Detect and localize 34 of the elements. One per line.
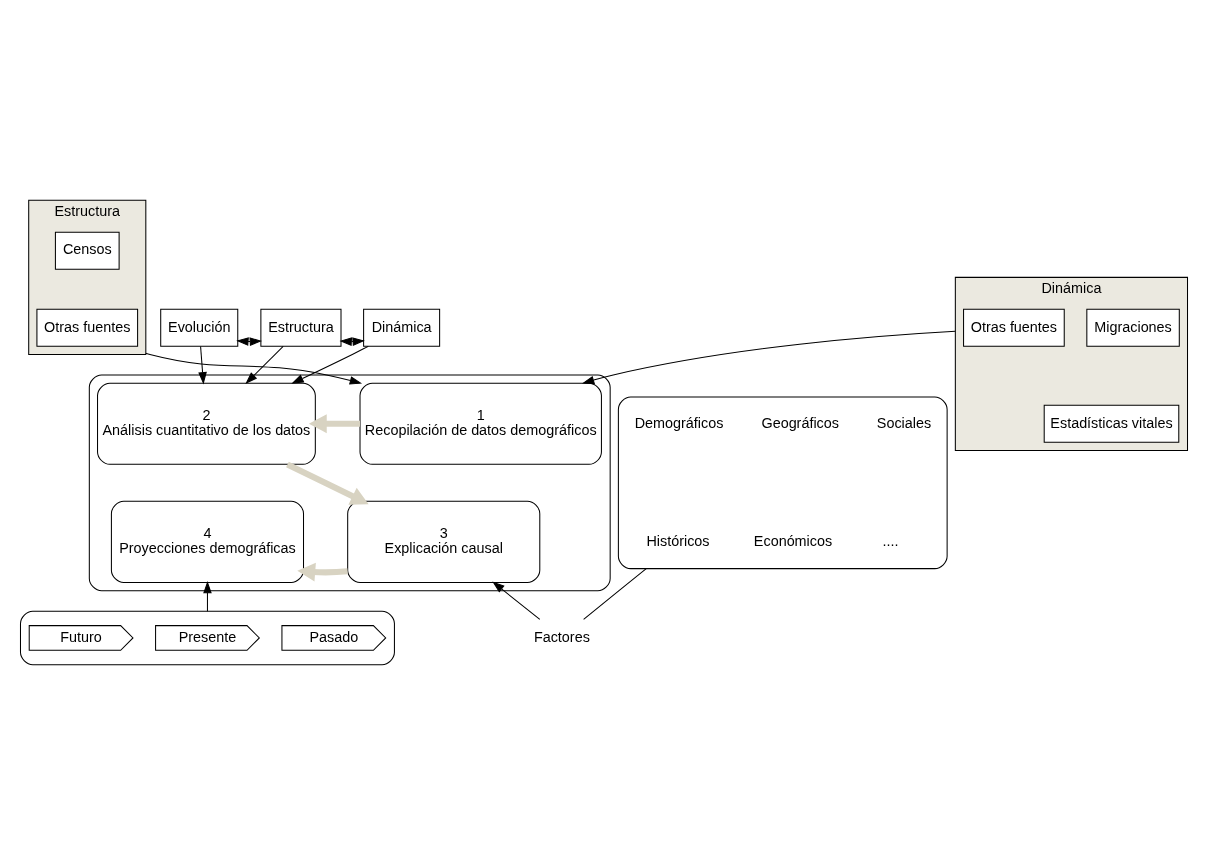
- node-box: Estadísticas vitales: [1043, 404, 1180, 443]
- node-box: Migraciones: [1086, 308, 1180, 347]
- arrow: [308, 413, 360, 433]
- node-box: Censos: [54, 231, 120, 270]
- cluster: [617, 396, 948, 569]
- node-box: Evolución: [160, 308, 239, 347]
- node-box: Otras fuentes: [963, 308, 1065, 347]
- node-text: ....: [882, 532, 899, 549]
- node-box: Otras fuentes: [36, 308, 139, 347]
- node-box: 1 Recopilación de datos demográficos: [359, 382, 602, 465]
- node-text: Históricos: [646, 532, 710, 549]
- arrow: [286, 461, 369, 505]
- arrow: [297, 562, 348, 582]
- arrow: [492, 581, 541, 620]
- arrow: [145, 352, 363, 385]
- cluster: [19, 610, 395, 665]
- arrow: [291, 345, 369, 384]
- node-text: Geográficos: [761, 414, 839, 431]
- arrow: [236, 336, 263, 346]
- node-text: Factores: [533, 628, 590, 645]
- node-box: Dinámica: [363, 308, 441, 347]
- node-box: 3 Explicación causal: [347, 500, 541, 583]
- node-text: Económicos: [753, 532, 833, 549]
- node-box: 2 Análisis cuantitativo de los datos: [97, 382, 316, 465]
- arrow: [198, 345, 207, 384]
- connector: [583, 567, 647, 620]
- node-box: Estructura: [260, 308, 342, 347]
- arrow: [339, 336, 365, 346]
- arrow: [245, 345, 284, 384]
- node-text: Sociales: [876, 414, 932, 431]
- node-text: Demográficos: [634, 414, 724, 431]
- arrow: [582, 330, 956, 384]
- arrow: [203, 580, 212, 612]
- node-box: 4 Proyecciones demográficas: [110, 500, 305, 583]
